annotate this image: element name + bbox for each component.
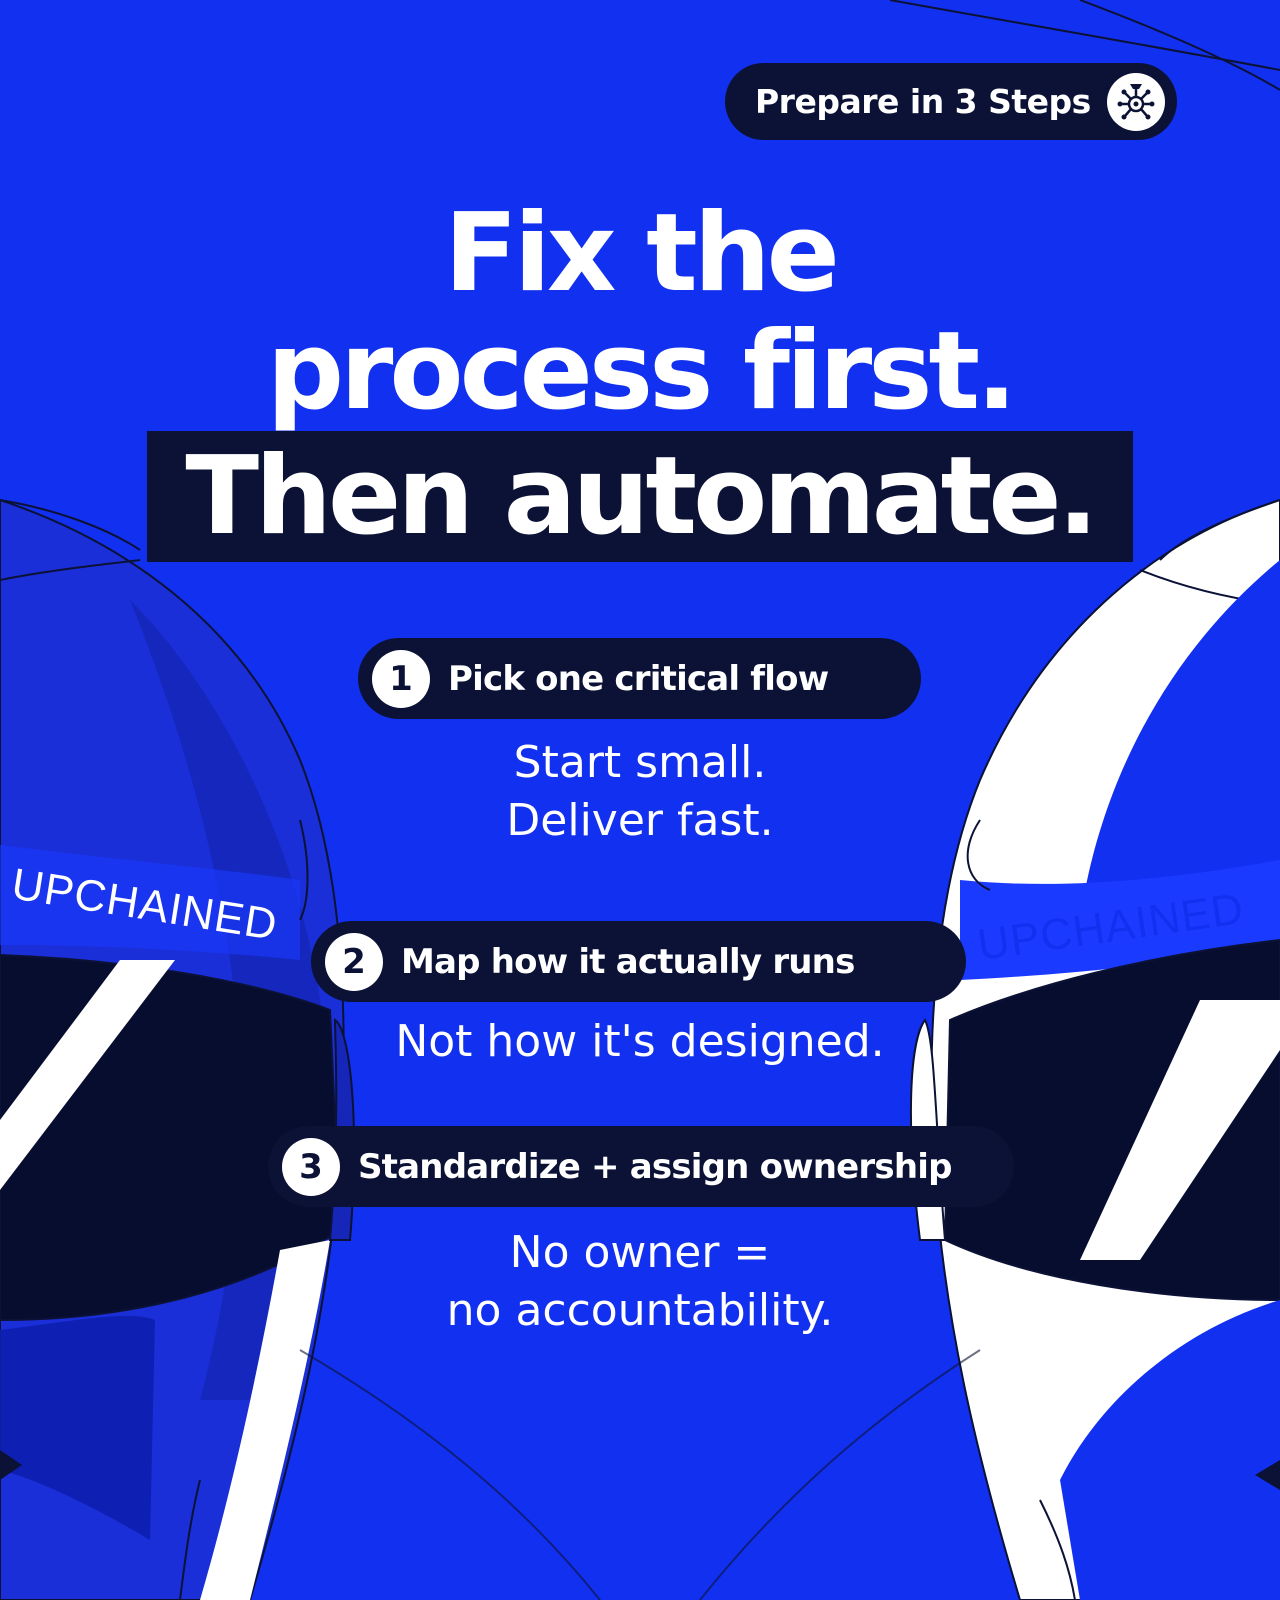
- network-hub-icon: [1106, 72, 1165, 131]
- step-1-pill: 1 Pick one critical flow: [358, 638, 921, 719]
- headline-highlight: Then automate.: [147, 431, 1133, 562]
- left-helmet-graphic: UPCHAINED: [0, 498, 355, 1600]
- headline-line-2: process first.: [266, 309, 1017, 434]
- headline-line-3: Then automate.: [185, 434, 1098, 559]
- step-2-description-line-1: Not how it's designed.: [395, 1016, 885, 1067]
- step-2-pill: 2 Map how it actually runs: [311, 921, 966, 1002]
- headline: Fix the process first.: [0, 195, 1280, 431]
- step-3-number: 3: [282, 1137, 340, 1196]
- step-1-number: 1: [372, 649, 430, 708]
- steps-badge: Prepare in 3 Steps: [725, 63, 1177, 140]
- step-3-description: No owner = no accountability.: [0, 1224, 1280, 1340]
- step-3-description-line-2: no accountability.: [446, 1285, 834, 1336]
- step-2-title: Map how it actually runs: [401, 941, 855, 982]
- step-1-description-line-2: Deliver fast.: [506, 795, 774, 846]
- right-helmet-graphic: UPCHAINED: [909, 498, 1280, 1600]
- headline-line-1: Fix the: [444, 191, 840, 316]
- step-1-description: Start small. Deliver fast.: [0, 734, 1280, 850]
- badge-label: Prepare in 3 Steps: [755, 82, 1091, 121]
- step-1-description-line-1: Start small.: [513, 737, 767, 788]
- step-1-title: Pick one critical flow: [448, 658, 829, 699]
- step-2-number: 2: [325, 932, 383, 991]
- step-3-pill: 3 Standardize + assign ownership: [268, 1126, 1014, 1207]
- step-3-description-line-1: No owner =: [509, 1227, 771, 1278]
- step-2-description: Not how it's designed.: [0, 1013, 1280, 1071]
- step-3-title: Standardize + assign ownership: [358, 1146, 952, 1187]
